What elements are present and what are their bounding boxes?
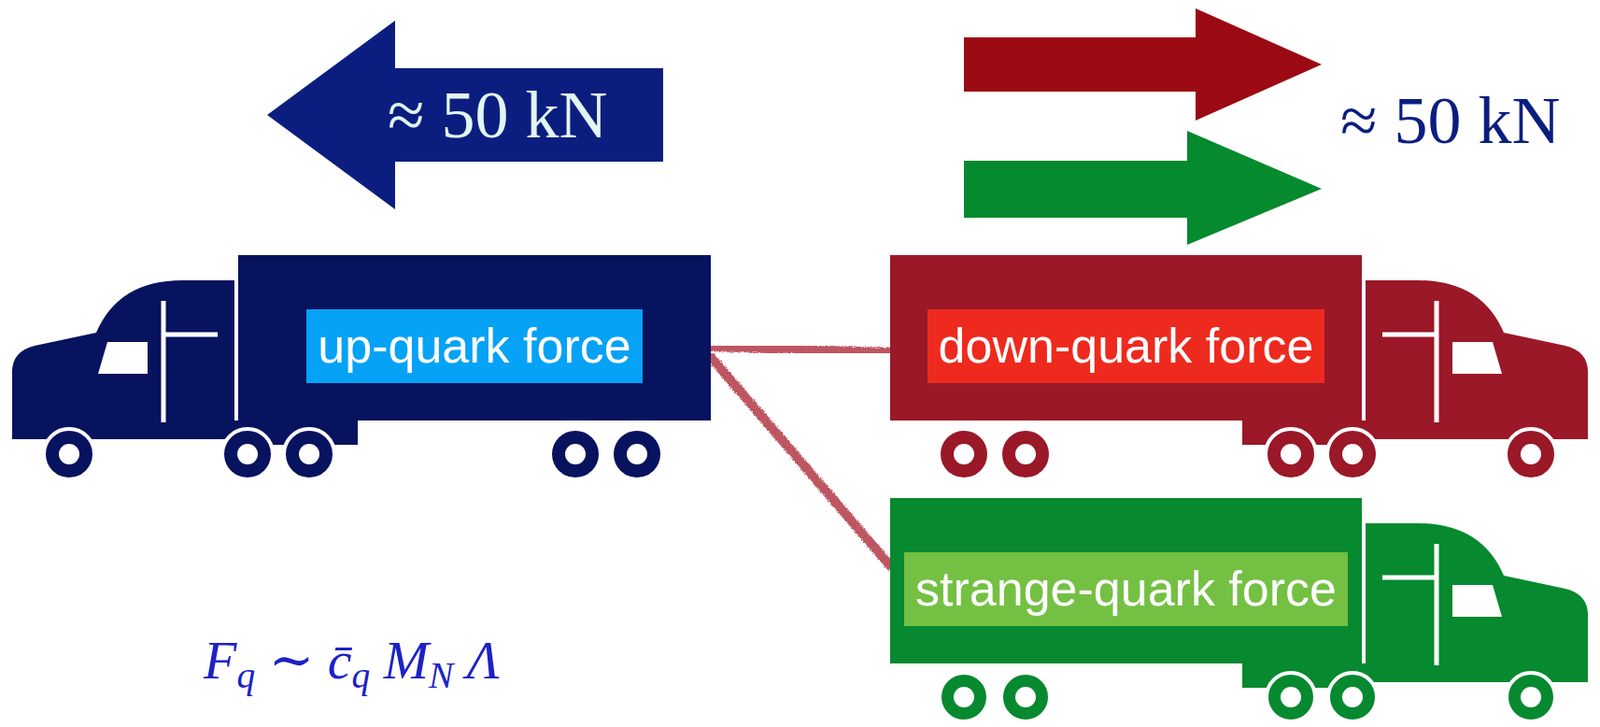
wheel-hub <box>626 443 648 465</box>
wheel-hub <box>1015 686 1036 708</box>
wheel <box>222 428 273 480</box>
wheel <box>43 428 95 480</box>
arrow-body <box>267 20 664 210</box>
wheel <box>1506 672 1556 722</box>
wheel <box>1265 428 1317 480</box>
wheel-hub <box>58 443 80 465</box>
wheel-hub <box>565 443 586 465</box>
formula-subscript: q <box>236 654 255 696</box>
wheel-hub <box>237 443 258 465</box>
trailer-box: down-quark force <box>890 254 1362 421</box>
wheel-hub <box>1342 443 1363 465</box>
truck-cab <box>1365 280 1588 439</box>
formula-part: F <box>203 629 237 691</box>
wheel-hub <box>1520 443 1542 465</box>
formula-subscript: q <box>352 654 371 696</box>
wheel-hub <box>1015 443 1036 465</box>
truck-cab <box>1365 523 1588 682</box>
cab-line <box>163 300 218 423</box>
wheel <box>1328 672 1377 722</box>
formula-part: ∼ c̄ <box>254 629 352 691</box>
truck <box>12 280 663 480</box>
force-arrow: ≈ 50 kN <box>267 20 664 210</box>
force-arrow-right <box>963 8 1322 121</box>
wheel <box>283 428 335 480</box>
trailer-box: strange-quark force <box>890 497 1362 664</box>
formula-part: M <box>369 629 429 691</box>
wheel <box>1266 672 1316 722</box>
rope-connector <box>710 346 891 353</box>
truck-cab <box>12 280 235 439</box>
wheel-hub <box>1520 686 1542 708</box>
wheel-hub <box>298 443 320 465</box>
wheel <box>1327 428 1378 480</box>
cab-line <box>1382 543 1437 666</box>
force-formula: Fq ∼ c̄q MN Λ <box>203 627 500 698</box>
force-label: down-quark force <box>927 309 1326 383</box>
force-label: strange-quark force <box>904 552 1348 625</box>
wheel-hub <box>1342 686 1363 708</box>
trailer-box: up-quark force <box>238 254 711 421</box>
wheel <box>1000 428 1051 480</box>
force-arrow-right <box>963 130 1322 245</box>
wheel-hub <box>1280 443 1302 465</box>
cab-line <box>1382 300 1437 423</box>
wheel <box>550 428 601 480</box>
wheel <box>938 428 990 480</box>
wheel <box>611 428 663 480</box>
wheel-hub <box>1280 686 1302 708</box>
wheel-hub <box>953 686 975 708</box>
rope-connector <box>710 356 891 567</box>
formula-subscript: N <box>428 654 454 696</box>
formula-part: Λ <box>453 629 500 691</box>
cab-window <box>1452 341 1502 374</box>
wheel-hub <box>953 443 975 465</box>
force-label: up-quark force <box>306 309 642 383</box>
wheel <box>939 672 989 722</box>
force-value: ≈ 50 kN <box>387 81 609 149</box>
cab-window <box>1452 584 1502 617</box>
wheel <box>1001 672 1050 722</box>
force-magnitude: ≈ 50 kN <box>1340 80 1561 161</box>
wheel <box>1505 428 1557 480</box>
cab-window <box>98 341 148 374</box>
